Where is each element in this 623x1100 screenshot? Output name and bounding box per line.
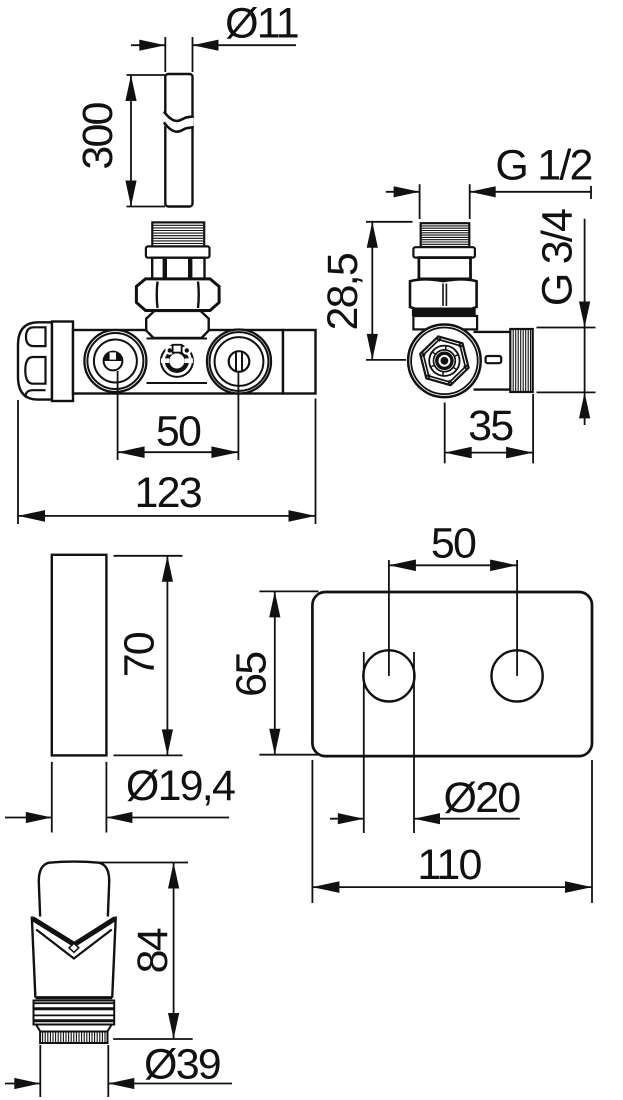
svg-text:70: 70 [116,632,164,677]
svg-text:65: 65 [228,652,276,697]
svg-text:Ø19,4: Ø19,4 [126,762,235,810]
svg-text:35: 35 [468,402,513,450]
svg-text:50: 50 [156,407,201,455]
svg-text:300: 300 [74,102,122,169]
svg-text:Ø11: Ø11 [225,0,298,48]
svg-text:Ø39: Ø39 [144,1041,220,1089]
svg-text:50: 50 [431,520,476,568]
svg-text:G 3/4: G 3/4 [534,209,582,306]
svg-text:Ø20: Ø20 [444,774,521,822]
svg-text:28,5: 28,5 [319,253,367,330]
svg-text:110: 110 [417,841,481,889]
svg-text:84: 84 [129,928,177,973]
svg-text:123: 123 [135,469,202,517]
svg-text:G 1/2: G 1/2 [495,142,591,190]
